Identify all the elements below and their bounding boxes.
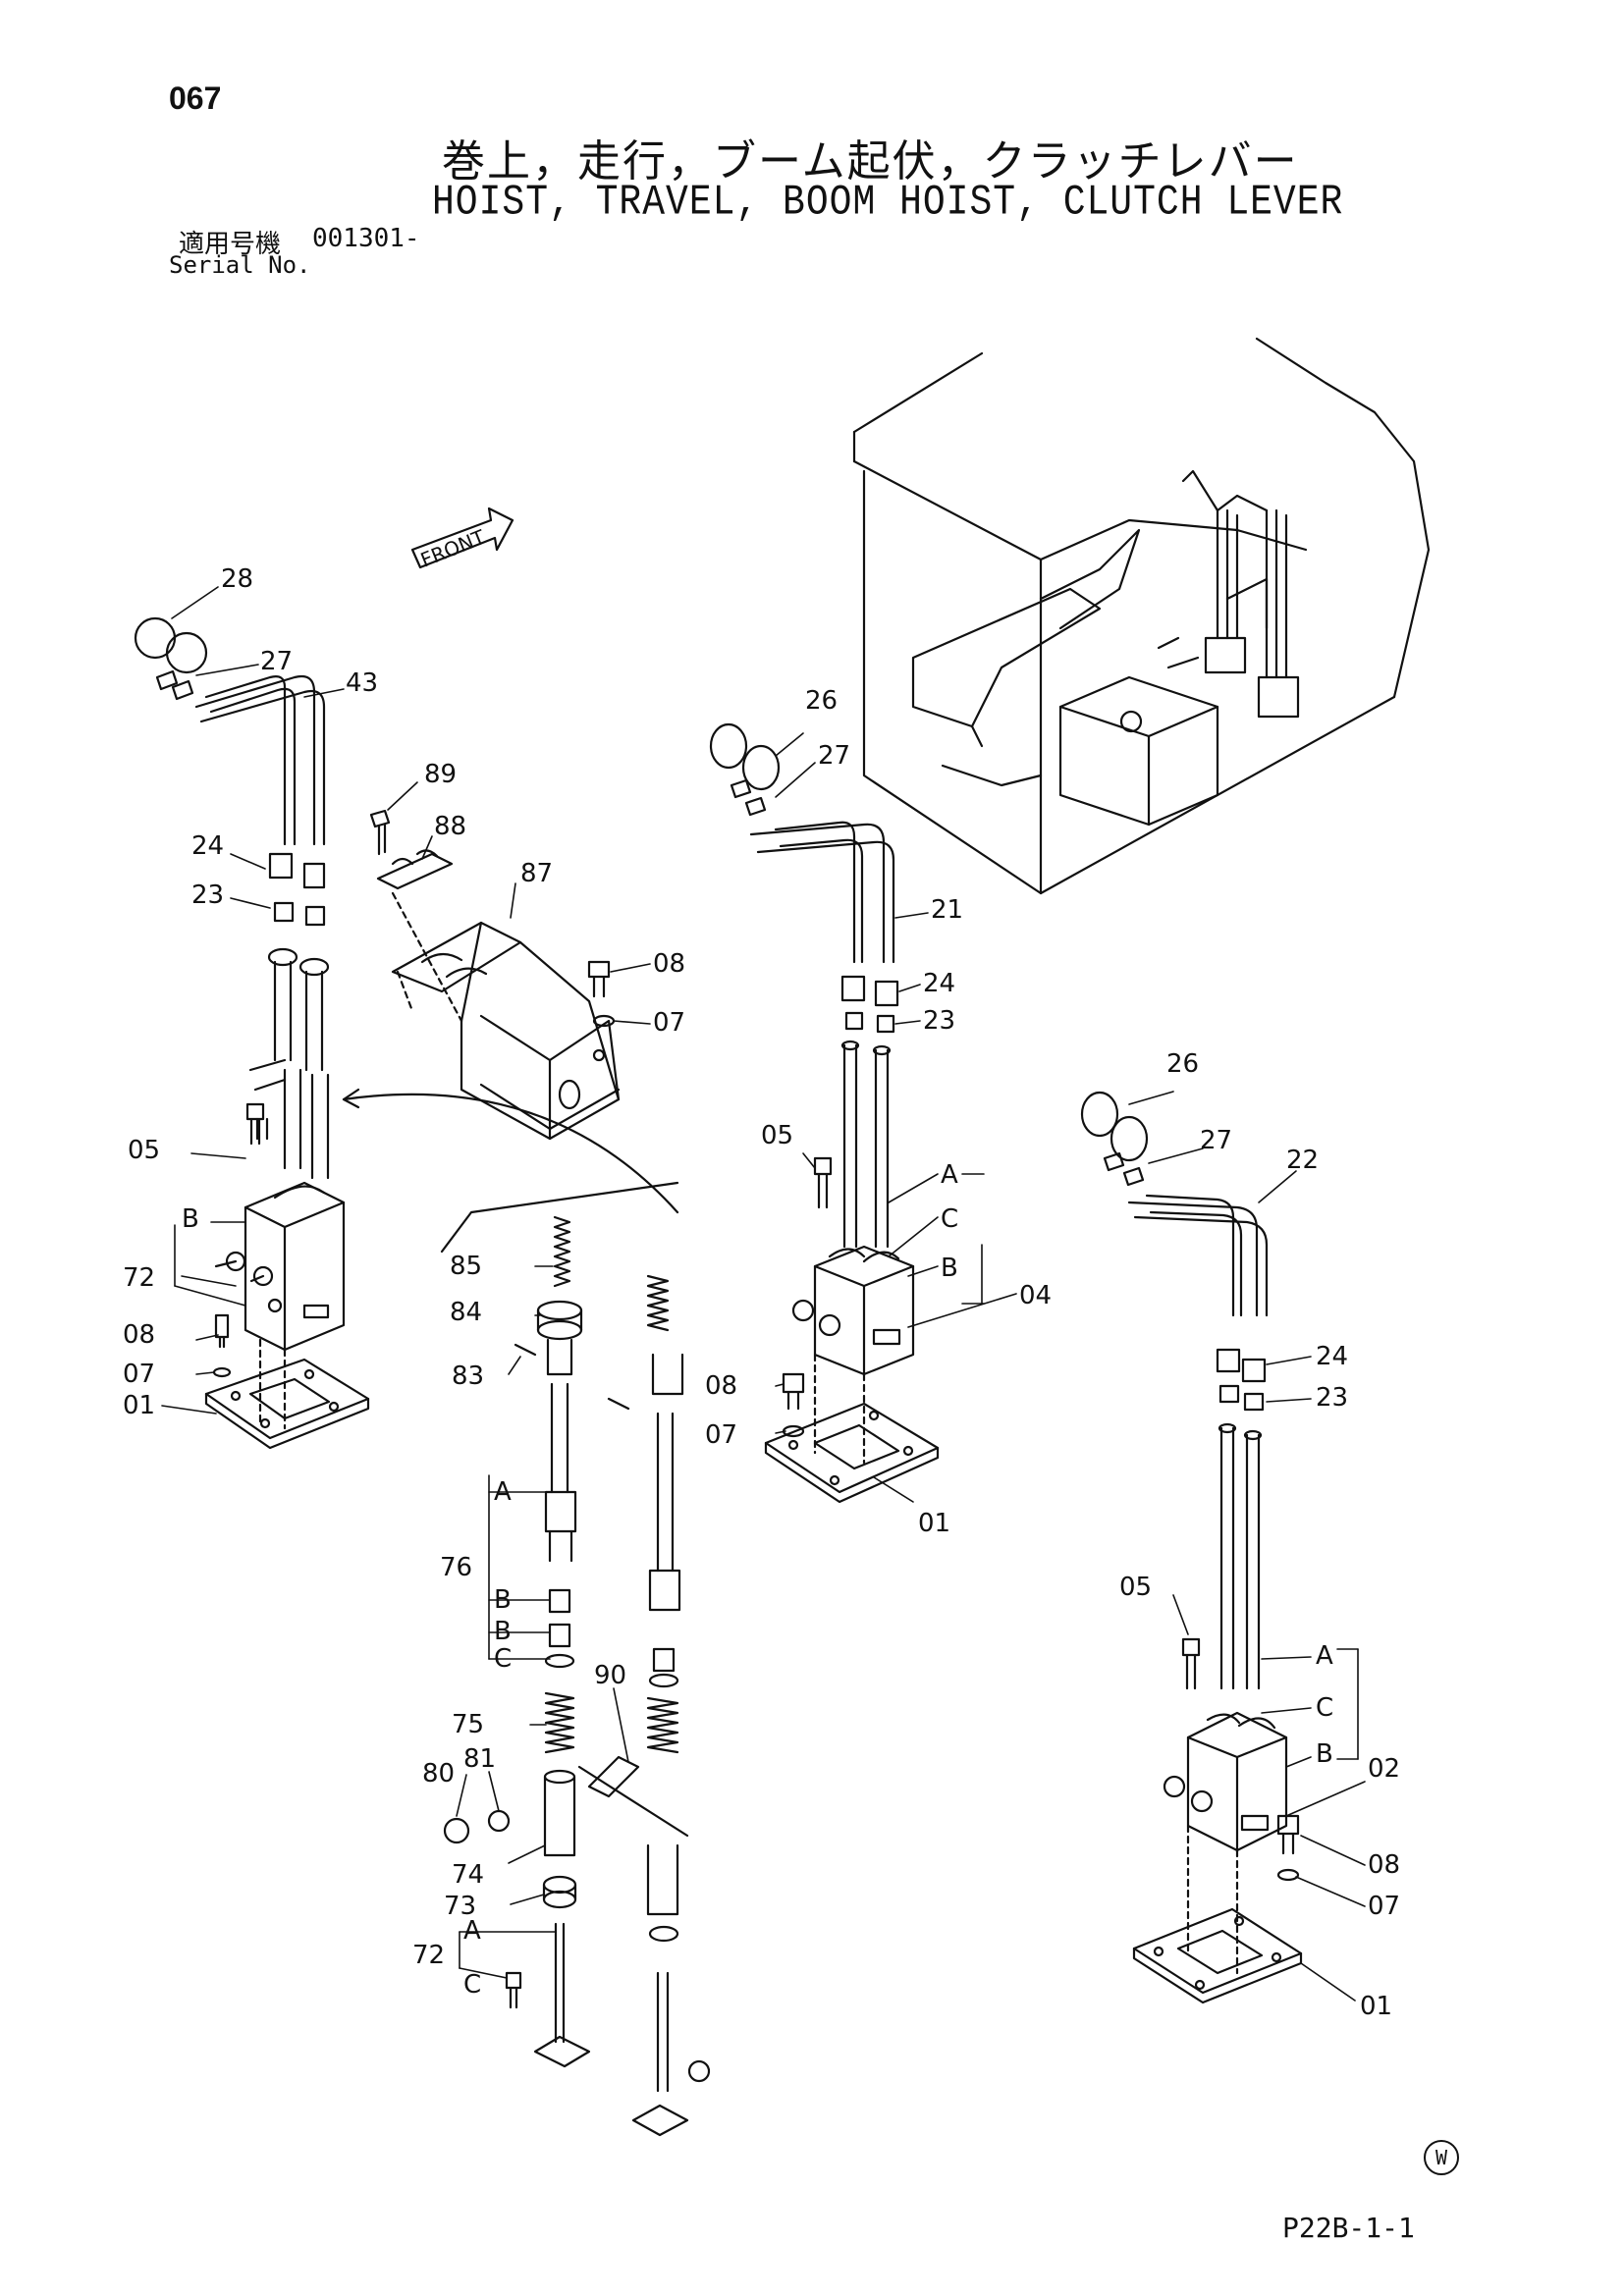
callout-84: 84 (450, 1298, 482, 1327)
callout-21: 21 (931, 895, 963, 925)
callout-87: 87 (520, 859, 553, 888)
serial-number-value: 001301- (312, 224, 420, 253)
callout-c: C (494, 1644, 512, 1674)
callout-07: 07 (705, 1420, 737, 1450)
callout-81: 81 (463, 1744, 496, 1774)
front-label: FRONT (417, 524, 489, 571)
callout-07: 07 (123, 1360, 155, 1389)
callout-27: 27 (818, 741, 850, 771)
hoist-lever-assembly (134, 616, 370, 1450)
callout-22: 22 (1286, 1146, 1319, 1175)
callout-b: B (1316, 1739, 1333, 1769)
callout-75: 75 (452, 1710, 484, 1739)
callout-b: B (941, 1254, 958, 1283)
callout-83: 83 (452, 1362, 484, 1391)
callout-c: C (463, 1970, 481, 2000)
callout-a: A (941, 1160, 958, 1190)
callout-07: 07 (1368, 1892, 1400, 1921)
page-number: 067 (169, 80, 222, 116)
callout-90: 90 (594, 1661, 626, 1690)
callout-08: 08 (1368, 1850, 1400, 1880)
callout-08: 08 (653, 949, 685, 979)
callout-labels: 28 27 43 89 88 87 24 23 08 07 05 B 72 08… (123, 564, 1400, 2021)
callout-02: 02 (1368, 1754, 1400, 1784)
callout-24: 24 (191, 831, 224, 861)
callout-76: 76 (440, 1553, 472, 1582)
callout-04: 04 (1019, 1281, 1052, 1310)
callout-08: 08 (705, 1371, 737, 1401)
callout-43: 43 (346, 668, 378, 698)
callout-b: B (182, 1204, 199, 1234)
callout-c: C (941, 1204, 958, 1234)
callout-05: 05 (128, 1136, 160, 1165)
callout-b: B (494, 1617, 512, 1646)
callout-08: 08 (123, 1320, 155, 1350)
travel-lever-assembly (709, 722, 940, 1504)
callout-88: 88 (434, 812, 466, 841)
callout-07: 07 (653, 1008, 685, 1038)
callout-73: 73 (444, 1892, 476, 1921)
serial-label-english: Serial No. (169, 251, 311, 279)
callout-23: 23 (1316, 1383, 1348, 1413)
callout-27: 27 (1200, 1126, 1232, 1155)
callout-c: C (1316, 1693, 1333, 1723)
callout-72: 72 (412, 1941, 445, 1970)
callout-27: 27 (260, 647, 293, 676)
callout-01: 01 (1360, 1992, 1392, 2021)
drawing-code: P22B-1-1 (1282, 2212, 1415, 2244)
callout-a: A (1316, 1641, 1333, 1671)
callout-26: 26 (1166, 1049, 1199, 1079)
w-circle-mark: W (1424, 2140, 1459, 2175)
callout-b: B (494, 1585, 512, 1615)
callout-05: 05 (761, 1121, 793, 1150)
callout-72: 72 (123, 1263, 155, 1293)
callout-a: A (463, 1916, 481, 1946)
callout-24: 24 (923, 969, 955, 998)
serial-label-japanese: 適用号機 (179, 230, 282, 259)
callout-26: 26 (805, 686, 838, 716)
callout-05: 05 (1119, 1573, 1152, 1602)
clutch-lever-parts (440, 1181, 711, 2137)
title-japanese: 巻上，走行，ブーム起伏，クラッチレバー (442, 136, 1299, 187)
callout-23: 23 (923, 1006, 955, 1036)
callout-01: 01 (123, 1391, 155, 1420)
lever-bracket (342, 809, 679, 1214)
callout-a: A (494, 1477, 512, 1507)
callout-80: 80 (422, 1759, 455, 1789)
leader-lines (161, 586, 1366, 2002)
callout-85: 85 (450, 1252, 482, 1281)
callout-01: 01 (918, 1509, 950, 1538)
operator-cab (852, 337, 1431, 895)
callout-74: 74 (452, 1860, 484, 1890)
callout-23: 23 (191, 881, 224, 910)
callout-24: 24 (1316, 1342, 1348, 1371)
boom-hoist-lever-assembly (1080, 1091, 1303, 2004)
callout-89: 89 (424, 760, 457, 789)
title-english: HOIST, TRAVEL, BOOM HOIST, CLUTCH LEVER (432, 179, 1344, 228)
callout-28: 28 (221, 564, 253, 594)
front-arrow-icon: FRONT (410, 507, 514, 572)
